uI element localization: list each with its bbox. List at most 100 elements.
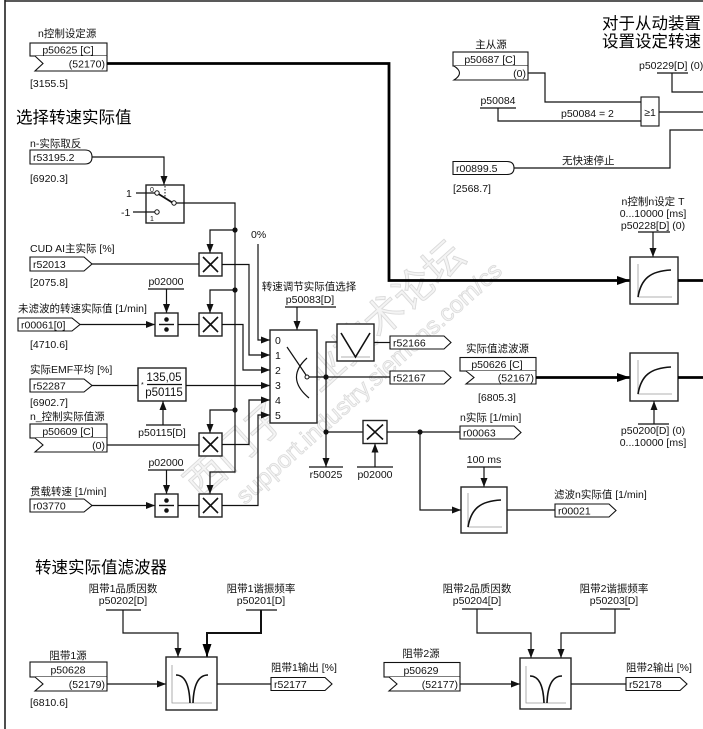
invert-connector: n-实际取反 r53195.2 [6920.3] (29, 137, 93, 185)
notch1-source-label: 阻带1源 (49, 649, 87, 662)
filter-section-title: 转速实际值滤波器 (35, 558, 168, 577)
divider-block (154, 493, 179, 518)
input-unfiltered-label: 未滤波的转速实际值 [1/min] (18, 302, 147, 315)
notch1-source-value: (52179) (69, 679, 105, 691)
notch1-freq-param: p50201[D] (237, 595, 286, 607)
notch-axis-icon (525, 666, 566, 704)
quick-stop-connector (452, 160, 515, 176)
setpoint-signal-line (107, 62, 630, 285)
p50084-signal-line (497, 108, 641, 122)
notch1-freq-line (202, 610, 262, 657)
notch1-source-connector: 阻带1源 p50628 (52179) [6810.6] (29, 649, 108, 709)
master-slave-value: (0) (513, 68, 526, 80)
input-load-param: r03770 (33, 501, 66, 513)
master-slave-value-box (452, 65, 529, 81)
quick-stop-signal-line (514, 129, 703, 169)
filter-source-label: 实际值滤波源 (466, 342, 529, 355)
notch1-quality-label: 阻带1品质因数 (89, 582, 158, 595)
sign-branch-line (206, 409, 235, 433)
actual-filter-param: p50200[D] (0) (621, 425, 685, 437)
multiplier-block (198, 493, 223, 518)
filtered-speed-param: r00021 (558, 506, 591, 518)
actual-value-pt1-filter-block (629, 352, 679, 402)
normalize-param-2: p02000 (148, 457, 183, 469)
setpoint-filter-labels: n控制n设定 T 0...10000 [ms] p50228[D] (0) (620, 195, 687, 232)
notch2-quality-param: p50204[D] (453, 595, 502, 607)
actual-filter-range: 0...10000 [ms] (620, 437, 687, 449)
selector-zero-input: 0% (251, 229, 266, 241)
selector-label: 转速调节实际值选择 (262, 280, 357, 293)
setpoint-source-label: n控制设定源 (38, 27, 97, 40)
pt1-response-curve-icon (637, 366, 672, 395)
input-load-connector: 贯载转速 [1/min] r03770 (29, 485, 107, 513)
notch1-quality-param: p50202[D] (99, 595, 148, 607)
selector-port-5: 5 (275, 410, 281, 422)
divider-block (154, 312, 179, 337)
sign-branch-line (206, 289, 235, 313)
smoothing-input-line (419, 432, 461, 514)
notch2-output-label: 阻带2输出 [%] (626, 661, 692, 674)
notch-response-icon (529, 675, 563, 704)
setpoint-pt1-filter-block (629, 256, 679, 305)
output-multiplier-block (362, 419, 388, 445)
multiply-icon (202, 316, 219, 333)
actual-speed-param: r00063 (463, 428, 496, 440)
selector-port-4: 4 (275, 395, 281, 407)
input-emf-label: 实际EMF平均 [%] (30, 363, 112, 376)
selector-output-param: r52167 (393, 373, 426, 385)
quick-stop-label: 无快速停止 (562, 154, 615, 167)
selector-input-2-line (222, 323, 270, 374)
selector-port-2: 2 (275, 365, 281, 377)
switch-position-1: 1 (150, 216, 154, 223)
notch1-source-ref: [6810.6] (30, 697, 68, 709)
abs-output-param: r52166 (393, 338, 426, 350)
invert-label: n-实际取反 (30, 137, 81, 150)
select-section-title: 选择转速实际值 (16, 108, 132, 127)
input-ctrl-source-value: (0) (92, 440, 105, 452)
filter-source-param: p50626 [C] (471, 359, 522, 371)
multiply-icon (202, 497, 219, 514)
switch-position-0: 0 (150, 187, 154, 194)
scaling-numerator: 135,05 (146, 372, 181, 384)
notch2-freq-param: p50203[D] (590, 595, 639, 607)
notch1-filter-block (165, 656, 218, 711)
setpoint-source-value: (52170) (69, 59, 105, 71)
notch1-source-param: p50628 (50, 665, 85, 677)
input-cud-connector: CUD AI主实际 [%] r52013 [2075.8] (29, 242, 115, 289)
watermark: 西门子工业技术论坛 support.industry.siemens.com/c… (176, 233, 508, 510)
selector-input-1-line (222, 263, 270, 359)
input-emf-connector: 实际EMF平均 [%] r52287 [6902.7] (29, 363, 112, 409)
selector-switch-arm (286, 346, 307, 376)
notch2-source-param: p50629 (403, 665, 438, 677)
scaling-denominator: p50115 (145, 387, 183, 399)
selector-input-4-line (222, 396, 270, 446)
multiply-icon (202, 436, 219, 453)
selector-param: p50083[D] (286, 294, 335, 306)
notch2-freq-label: 阻带2谐振频率 (580, 582, 649, 595)
input-ctrl-source-label: n_控制实际值源 (30, 410, 105, 423)
quick-stop-param: r00899.5 (456, 163, 498, 175)
selector-input-0-line (257, 244, 270, 344)
multiplier-block (198, 312, 223, 337)
input-unfiltered-param: r00061[0] (21, 320, 65, 332)
sign-branch-line (206, 229, 235, 253)
input-emf-ref: [6902.7] (30, 397, 68, 409)
setpoint-source-param: p50625 [C] (42, 45, 93, 57)
switch-input-negative: -1 (121, 207, 130, 219)
multiply-icon (202, 256, 219, 273)
or-gate-label: ≥1 (644, 107, 656, 119)
quick-stop-ref: [2568.7] (453, 183, 491, 195)
selector-port-1: 1 (275, 350, 281, 362)
filtered-speed-label: 滤波n实际值 [1/min] (554, 488, 647, 501)
master-slave-signal-line (528, 72, 641, 103)
notch2-filter-block (519, 657, 572, 710)
notch2-source-value: (52177) (422, 679, 458, 691)
selector-port-0: 0 (275, 335, 281, 347)
actual-speed-label: n实际 [1/min] (460, 411, 521, 424)
pt1-response-curve-icon (637, 269, 672, 298)
p50229-signal-line (671, 73, 703, 93)
notch2-quality-line (476, 609, 535, 658)
notch1-output-connector: 阻带1输出 [%] r52177 (270, 661, 337, 692)
input-load-label: 贯载转速 [1/min] (30, 485, 107, 498)
scaling-param: p50115[D] (138, 427, 186, 439)
